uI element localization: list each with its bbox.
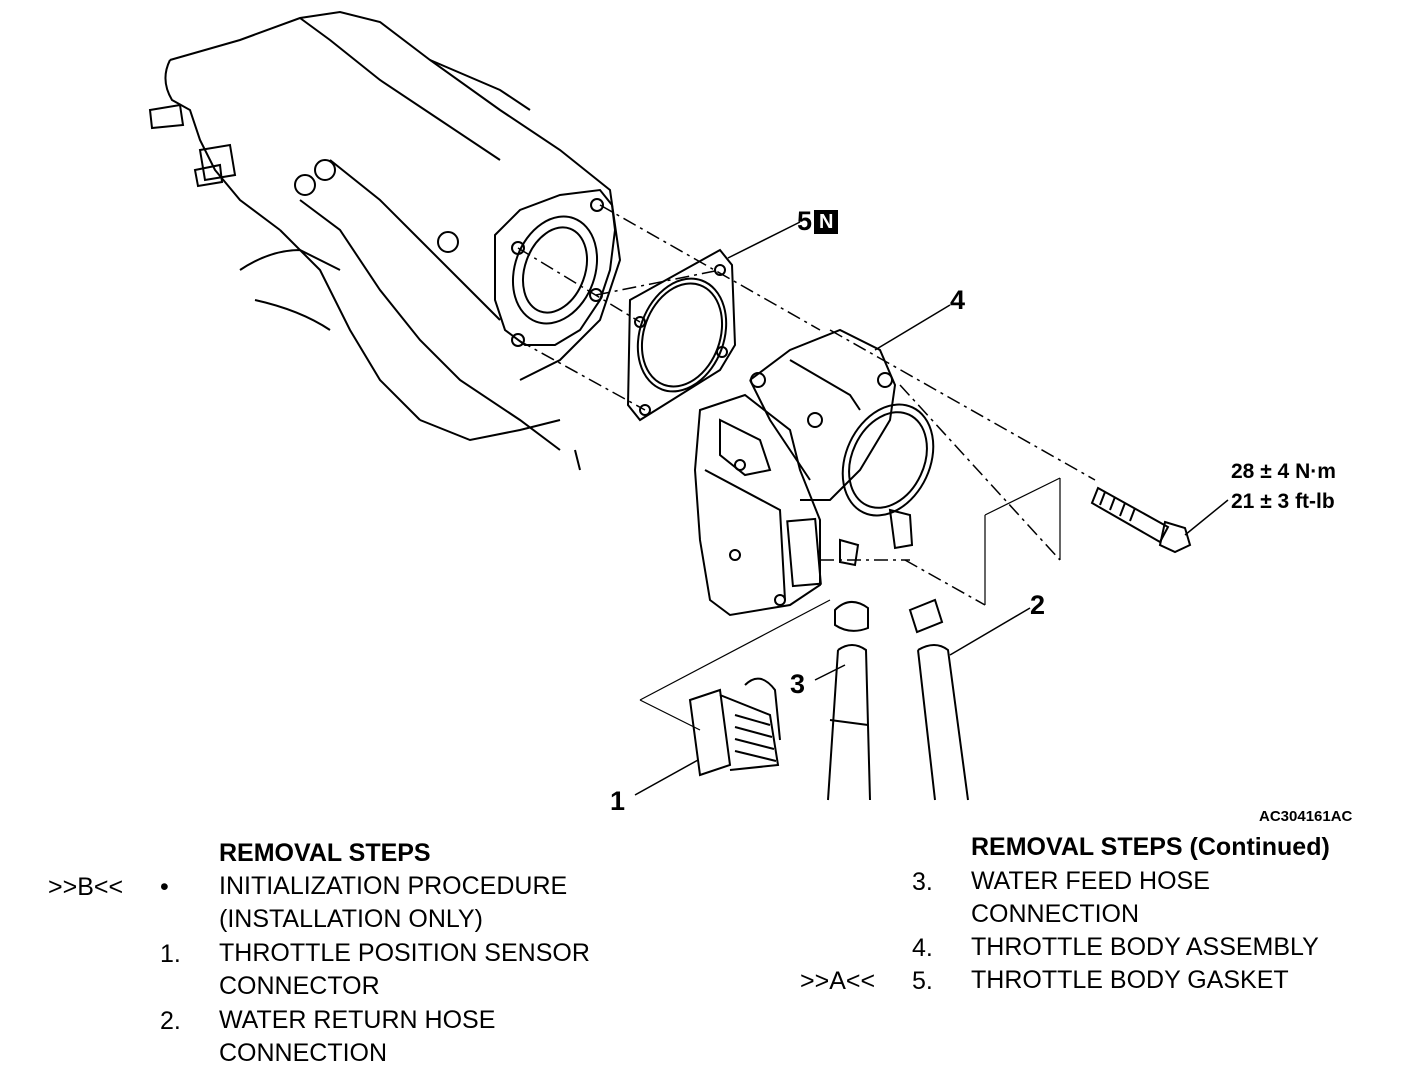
step-bullet: • [160, 873, 169, 901]
callout-leaders [634, 221, 1229, 796]
step-text: WATER FEED HOSE CONNECTION [971, 867, 1210, 928]
connector-drawing [688, 677, 781, 777]
step-text: THROTTLE BODY GASKET [971, 966, 1289, 994]
callout-1: 1 [610, 786, 626, 816]
torque-nm: 28 ± 4 N·m [1231, 460, 1336, 483]
bolt-drawing [1090, 486, 1192, 554]
intake-manifold-drawing [148, 10, 622, 471]
throttle-body-exploded-diagram [148, 10, 1229, 801]
step-text: THROTTLE BODY ASSEMBLY [971, 933, 1319, 961]
step-text: WATER RETURN HOSE CONNECTION [219, 1006, 496, 1067]
step-text: INITIALIZATION PROCEDURE (INSTALLATION O… [219, 872, 568, 933]
step-number: 1. [160, 940, 181, 968]
step-number: 4. [912, 934, 933, 962]
hose-drawings [827, 644, 969, 801]
torque-ftlb: 21 ± 3 ft-lb [1231, 490, 1335, 513]
figure-id: AC304161AC [1259, 808, 1353, 825]
steps-left-heading: REMOVAL STEPS [219, 839, 431, 867]
callout-2: 2 [1030, 590, 1046, 620]
new-part-badge: N [814, 210, 839, 234]
steps-right-heading: REMOVAL STEPS (Continued) [971, 833, 1330, 861]
alignment-lines [517, 204, 1096, 606]
step-number: 3. [912, 868, 933, 896]
step-ref: >>B<< [48, 873, 124, 901]
manifold-flange-drawing [494, 188, 617, 347]
callout-3: 3 [790, 669, 806, 699]
step-ref: >>A<< [800, 967, 876, 995]
clamp-drawings [834, 598, 944, 634]
gasket-drawing [626, 248, 737, 422]
torque-spec: 28 ± 4 N·m 21 ± 3 ft-lb [1231, 457, 1336, 517]
bracket-lines [639, 477, 1061, 731]
callout-4: 4 [950, 285, 966, 315]
step-text: THROTTLE POSITION SENSOR CONNECTOR [219, 939, 590, 1000]
step-number: 2. [160, 1007, 181, 1035]
throttle-body-drawing [693, 328, 935, 617]
step-number: 5. [912, 967, 933, 995]
